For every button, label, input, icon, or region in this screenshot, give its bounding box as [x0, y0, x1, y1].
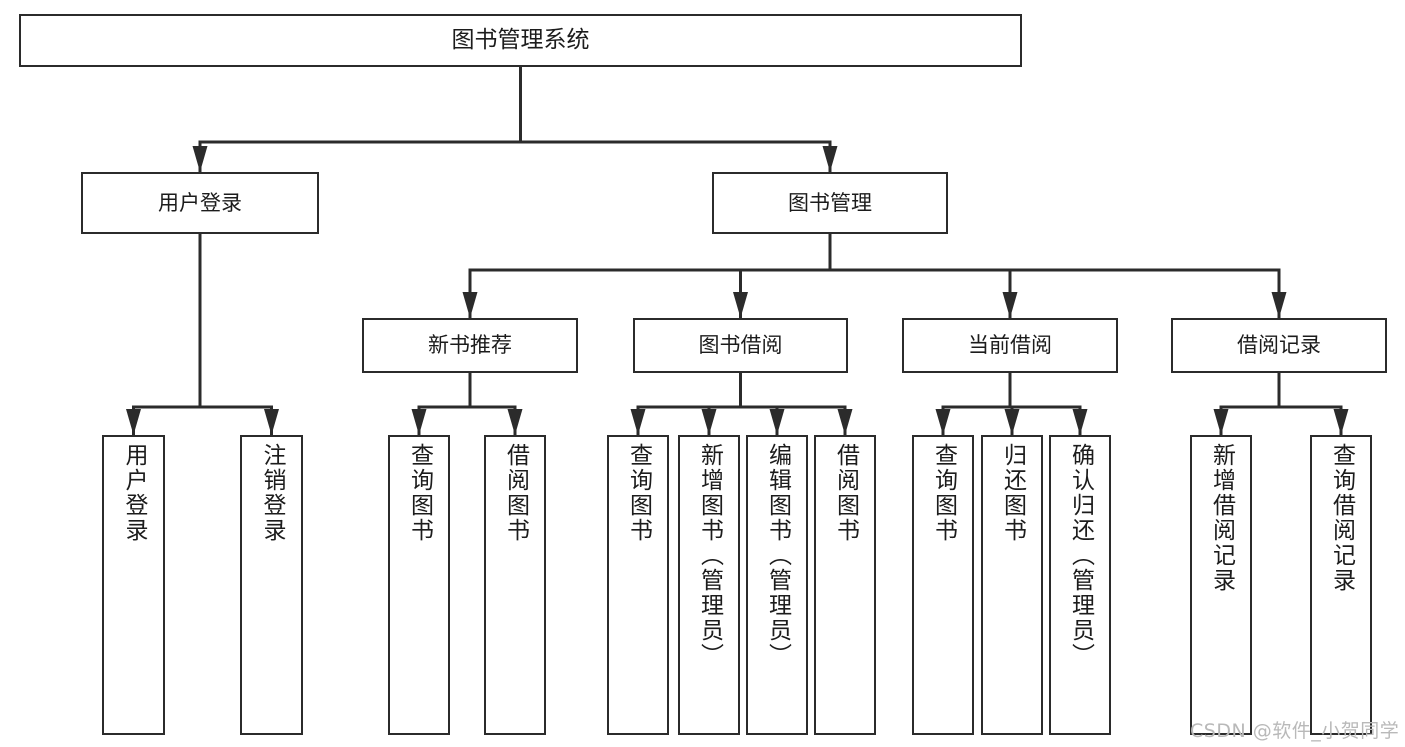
arrowhead-icon-leaf-query-book-3 — [935, 409, 951, 435]
node-label-leaf-query-book-3: 查询图书 — [930, 443, 957, 543]
node-label-leaf-confirm-return-admin: 确认归还（管理员） — [1067, 443, 1094, 668]
node-label-borrow-record: 借阅记录 — [1237, 333, 1321, 358]
node-label-leaf-query-book-1: 查询图书 — [406, 443, 433, 543]
arrowhead-icon-leaf-add-book-admin — [701, 409, 717, 435]
arrowhead-icon-user-login — [192, 146, 208, 172]
node-leaf-edit-book-admin[interactable]: 编辑图书（管理员） — [746, 435, 808, 735]
arrowhead-icon-leaf-user-login — [126, 409, 141, 435]
arrowhead-icon-leaf-borrow-book-1 — [507, 409, 523, 435]
node-label-leaf-borrow-book-1: 借阅图书 — [502, 443, 529, 543]
node-leaf-query-book-1[interactable]: 查询图书 — [388, 435, 450, 735]
arrowhead-icon-current-borrow — [1002, 292, 1018, 318]
node-label-leaf-user-login: 用户登录 — [121, 443, 147, 543]
node-leaf-add-borrow-record[interactable]: 新增借阅记录 — [1190, 435, 1252, 735]
node-leaf-user-logout[interactable]: 注销登录 — [240, 435, 303, 735]
node-label-leaf-borrow-book-2: 借阅图书 — [832, 443, 859, 543]
node-label-book-borrow: 图书借阅 — [698, 333, 783, 358]
node-root[interactable]: 图书管理系统 — [19, 14, 1022, 67]
arrowhead-icon-leaf-return-book — [1004, 409, 1020, 435]
node-label-root: 图书管理系统 — [451, 26, 590, 53]
node-label-leaf-add-borrow-record: 新增借阅记录 — [1208, 443, 1235, 593]
node-leaf-borrow-book-2[interactable]: 借阅图书 — [814, 435, 876, 735]
node-label-current-borrow: 当前借阅 — [968, 333, 1052, 358]
node-borrow-record[interactable]: 借阅记录 — [1171, 318, 1387, 373]
node-label-leaf-edit-book-admin: 编辑图书（管理员） — [764, 443, 791, 668]
node-leaf-query-borrow-record[interactable]: 查询借阅记录 — [1310, 435, 1372, 735]
arrowhead-icon-book-borrow — [733, 292, 748, 318]
arrowhead-icon-leaf-user-logout — [264, 409, 279, 435]
node-label-book-manage: 图书管理 — [788, 190, 872, 215]
node-leaf-query-book-2[interactable]: 查询图书 — [607, 435, 669, 735]
node-leaf-confirm-return-admin[interactable]: 确认归还（管理员） — [1049, 435, 1111, 735]
arrowhead-icon-leaf-query-borrow-record — [1333, 409, 1349, 435]
node-label-leaf-user-logout: 注销登录 — [259, 443, 285, 543]
node-label-leaf-query-book-2: 查询图书 — [625, 443, 652, 543]
arrowhead-icon-leaf-edit-book-admin — [769, 409, 785, 435]
node-leaf-query-book-3[interactable]: 查询图书 — [912, 435, 974, 735]
node-current-borrow[interactable]: 当前借阅 — [902, 318, 1118, 373]
node-leaf-borrow-book-1[interactable]: 借阅图书 — [484, 435, 546, 735]
node-book-borrow[interactable]: 图书借阅 — [633, 318, 848, 373]
arrowhead-icon-new-book-recommend — [462, 292, 478, 318]
node-label-leaf-return-book: 归还图书 — [999, 443, 1026, 543]
arrowhead-icon-leaf-confirm-return-admin — [1072, 409, 1088, 435]
arrowhead-icon-leaf-query-book-1 — [411, 409, 427, 435]
node-book-manage[interactable]: 图书管理 — [712, 172, 948, 234]
node-new-book-recommend[interactable]: 新书推荐 — [362, 318, 578, 373]
node-label-leaf-add-book-admin: 新增图书（管理员） — [696, 443, 723, 668]
node-leaf-user-login[interactable]: 用户登录 — [102, 435, 165, 735]
node-leaf-add-book-admin[interactable]: 新增图书（管理员） — [678, 435, 740, 735]
node-label-user-login: 用户登录 — [158, 190, 242, 215]
arrowhead-icon-book-manage — [822, 146, 838, 172]
node-leaf-return-book[interactable]: 归还图书 — [981, 435, 1043, 735]
node-user-login[interactable]: 用户登录 — [81, 172, 319, 234]
arrowhead-icon-borrow-record — [1271, 292, 1287, 318]
arrowhead-icon-leaf-query-book-2 — [630, 409, 646, 435]
node-label-new-book-recommend: 新书推荐 — [428, 333, 512, 358]
arrowhead-icon-leaf-add-borrow-record — [1213, 409, 1229, 435]
node-label-leaf-query-borrow-record: 查询借阅记录 — [1328, 443, 1355, 593]
arrowhead-icon-leaf-borrow-book-2 — [837, 409, 853, 435]
